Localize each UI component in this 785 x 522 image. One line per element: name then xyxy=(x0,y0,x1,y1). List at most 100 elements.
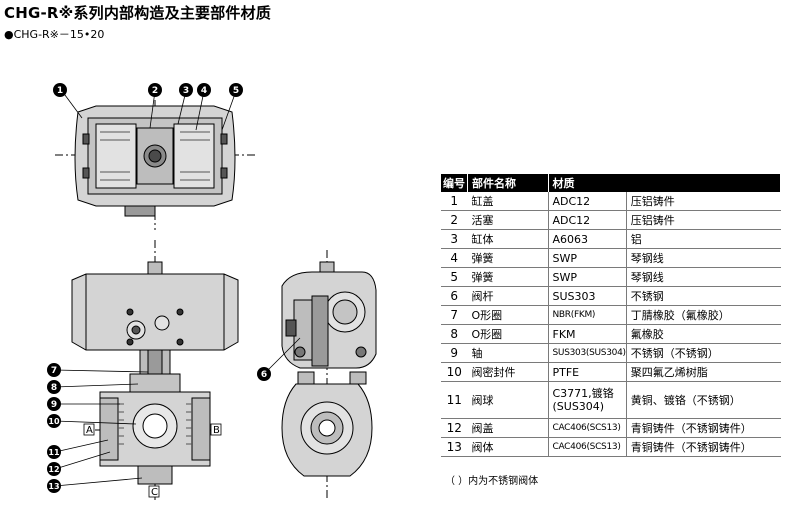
row-number: 13 xyxy=(441,437,468,457)
svg-text:3: 3 xyxy=(183,86,189,96)
callout-13: 13 xyxy=(47,479,61,493)
header-no: 编号 xyxy=(441,174,468,192)
row-number: 8 xyxy=(441,324,468,344)
row-number: 11 xyxy=(441,381,468,419)
svg-text:4: 4 xyxy=(201,86,207,96)
row-material: CAC406(SCS13) xyxy=(547,437,627,457)
port-c-label: C xyxy=(151,487,158,498)
row-number: 9 xyxy=(441,343,468,363)
row-part-name: 轴 xyxy=(467,343,548,363)
callout-11: 11 xyxy=(47,445,61,459)
row-number: 3 xyxy=(441,229,468,249)
row-material: PTFE xyxy=(547,362,627,382)
row-number: 4 xyxy=(441,248,468,268)
callout-6: 6 xyxy=(257,367,271,381)
svg-text:10: 10 xyxy=(48,417,60,426)
row-material: SWP xyxy=(547,267,627,287)
callout-9: 9 xyxy=(47,397,61,411)
svg-text:2: 2 xyxy=(152,86,158,96)
row-material-desc: 不锈钢（不锈钢） xyxy=(625,343,781,363)
row-material: A6063 xyxy=(547,229,627,249)
row-part-name: 阀盖 xyxy=(467,418,548,438)
row-material-desc: 琴钢线 xyxy=(625,248,781,268)
svg-text:13: 13 xyxy=(48,482,59,491)
row-number: 2 xyxy=(441,210,468,230)
callout-3: 3 xyxy=(179,83,193,97)
page-subtitle: ●CHG-R※－15•20 xyxy=(4,28,105,41)
row-material-desc: 青铜铸件（不锈钢铸件） xyxy=(625,437,781,457)
port-b-label: B xyxy=(213,425,220,436)
callout-12: 12 xyxy=(47,462,61,476)
callout-2: 2 xyxy=(148,83,162,97)
callout-10: 10 xyxy=(47,414,61,428)
row-part-name: 弹簧 xyxy=(467,248,548,268)
row-part-name: O形圈 xyxy=(467,324,548,344)
side-view xyxy=(281,250,377,500)
row-part-name: 阀体 xyxy=(467,437,548,457)
row-material-desc: 丁腈橡胶（氟橡胶） xyxy=(625,305,781,325)
row-number: 5 xyxy=(441,267,468,287)
row-number: 1 xyxy=(441,192,468,211)
row-material-desc: 聚四氟乙烯树脂 xyxy=(625,362,781,382)
row-material: SUS303 xyxy=(547,286,627,306)
row-material-desc: 铝 xyxy=(625,229,781,249)
header-material: 材质 xyxy=(548,174,781,192)
row-material-desc: 不锈钢 xyxy=(625,286,781,306)
front-view xyxy=(71,240,239,500)
row-number: 10 xyxy=(441,362,468,382)
row-part-name: 阀球 xyxy=(467,381,548,419)
svg-text:12: 12 xyxy=(48,465,59,474)
row-material: ADC12 xyxy=(547,192,627,211)
row-material: FKM xyxy=(547,324,627,344)
svg-text:6: 6 xyxy=(261,370,267,380)
table-header-row: 编号 部件名称 材质 xyxy=(441,174,781,192)
svg-text:11: 11 xyxy=(48,448,60,457)
svg-text:9: 9 xyxy=(51,400,57,410)
row-part-name: 缸体 xyxy=(467,229,548,249)
row-material: ADC12 xyxy=(547,210,627,230)
row-material-desc: 氟橡胶 xyxy=(625,324,781,344)
top-view xyxy=(55,100,255,230)
header-part-name: 部件名称 xyxy=(467,174,549,192)
row-material: C3771,镀铬(SUS304) xyxy=(547,381,627,419)
row-material-desc: 压铝铸件 xyxy=(625,210,781,230)
row-part-name: O形圈 xyxy=(467,305,548,325)
row-part-name: 阀杆 xyxy=(467,286,548,306)
svg-text:5: 5 xyxy=(233,86,239,96)
row-part-name: 活塞 xyxy=(467,210,548,230)
page-title: CHG-R※系列内部构造及主要部件材质 xyxy=(4,4,272,22)
row-number: 12 xyxy=(441,418,468,438)
row-part-name: 缸盖 xyxy=(467,192,548,211)
row-number: 7 xyxy=(441,305,468,325)
svg-text:8: 8 xyxy=(51,383,57,393)
row-material: SWP xyxy=(547,248,627,268)
callout-1: 1 xyxy=(53,83,67,97)
row-material-desc: 黄铜、镀铬（不锈钢） xyxy=(625,381,781,419)
port-a-label: A xyxy=(86,425,93,436)
callout-5: 5 xyxy=(229,83,243,97)
row-part-name: 阀密封件 xyxy=(467,362,548,382)
row-number: 6 xyxy=(441,286,468,306)
row-material-desc: 琴钢线 xyxy=(625,267,781,287)
svg-text:1: 1 xyxy=(57,86,63,96)
row-part-name: 弹簧 xyxy=(467,267,548,287)
row-material: CAC406(SCS13) xyxy=(547,418,627,438)
callout-8: 8 xyxy=(47,380,61,394)
row-material: NBR(FKM) xyxy=(547,305,627,325)
row-material-desc: 青铜铸件（不锈钢铸件） xyxy=(625,418,781,438)
row-material: SUS303(SUS304) xyxy=(547,343,627,363)
table-footnote: （ ）内为不锈钢阀体 xyxy=(445,476,539,487)
svg-text:7: 7 xyxy=(51,366,57,376)
